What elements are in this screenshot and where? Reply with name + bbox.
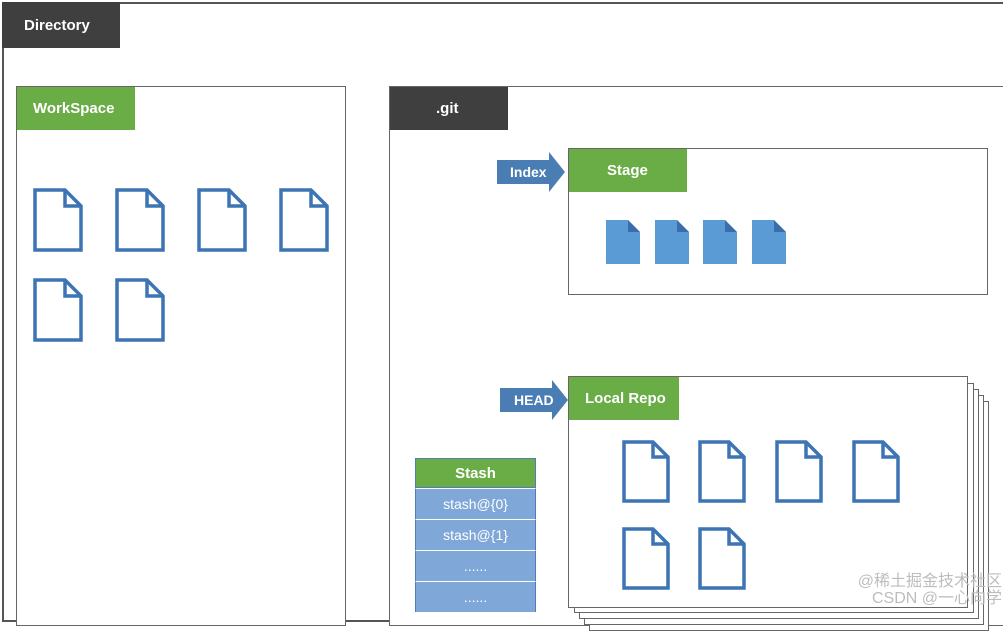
head-arrow-label: HEAD	[514, 392, 554, 408]
file-outline-icon	[698, 440, 746, 503]
head-arrow-icon	[500, 380, 568, 420]
directory-label: Directory	[24, 16, 90, 34]
stage-label: Stage	[607, 162, 648, 179]
stash-item: stash@{1}	[415, 519, 536, 550]
stash-item: stash@{0}	[415, 488, 536, 519]
file-filled-icon	[703, 220, 737, 264]
stash-column: Stash stash@{0} stash@{1} ...... ......	[415, 458, 536, 612]
directory-tab: Directory	[2, 2, 120, 48]
git-tab: .git	[390, 87, 508, 130]
index-arrow-icon	[497, 152, 565, 192]
file-outline-icon	[698, 527, 746, 590]
stash-header: Stash	[415, 458, 536, 488]
stage-tab: Stage	[569, 149, 687, 192]
file-outline-icon	[197, 188, 247, 252]
workspace-tab: WorkSpace	[17, 87, 135, 130]
file-filled-icon	[752, 220, 786, 264]
file-outline-icon	[622, 527, 670, 590]
workspace-label: WorkSpace	[33, 100, 115, 117]
file-outline-icon	[279, 188, 329, 252]
file-outline-icon	[852, 440, 900, 503]
git-label: .git	[436, 100, 459, 117]
stash-item: ......	[415, 581, 536, 612]
workspace-panel	[16, 86, 346, 626]
watermark-line-1: @稀土掘金技术社区	[857, 573, 1002, 590]
file-outline-icon	[115, 278, 165, 342]
file-outline-icon	[33, 278, 83, 342]
local-repo-label: Local Repo	[585, 390, 666, 407]
file-outline-icon	[775, 440, 823, 503]
watermark: @稀土掘金技术社区 CSDN @一心向学	[812, 573, 1002, 607]
file-filled-icon	[606, 220, 640, 264]
stash-item: ......	[415, 550, 536, 581]
local-repo-tab: Local Repo	[569, 377, 679, 420]
watermark-line-2: CSDN @一心向学	[871, 590, 1002, 607]
file-outline-icon	[115, 188, 165, 252]
file-outline-icon	[33, 188, 83, 252]
file-outline-icon	[622, 440, 670, 503]
file-filled-icon	[655, 220, 689, 264]
index-arrow-label: Index	[510, 164, 547, 180]
